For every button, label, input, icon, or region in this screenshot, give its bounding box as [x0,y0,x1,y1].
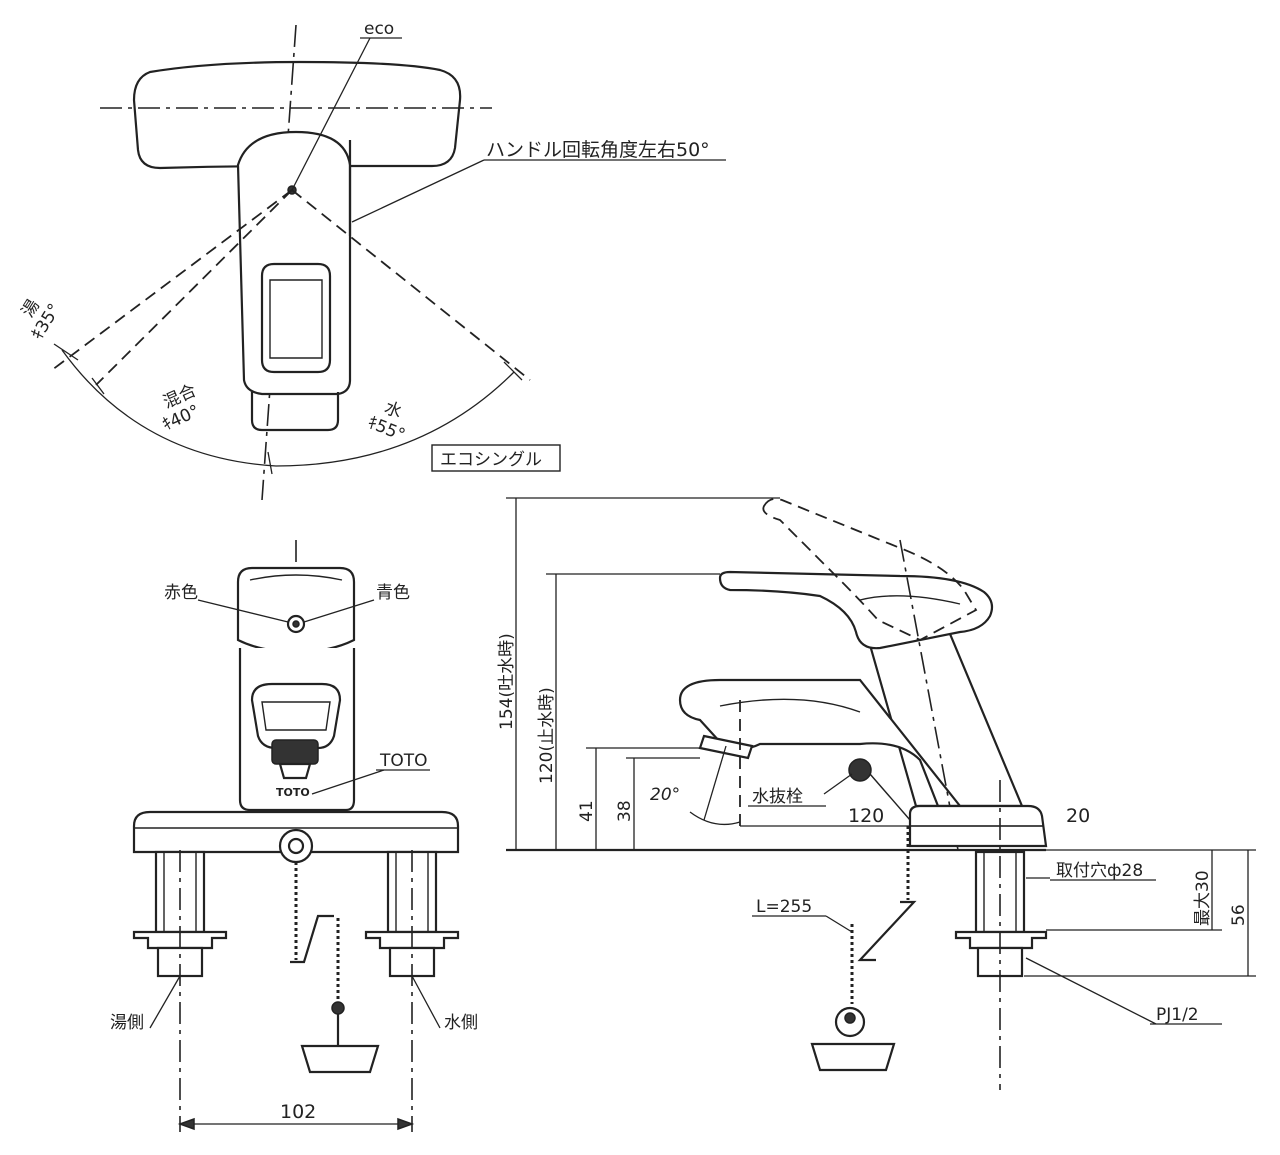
thread-label: PJ1/2 [1156,1005,1199,1025]
brand-label: TOTO [379,751,428,771]
side-lever-closed-inner [859,595,961,605]
spray-angle-label: 20° [650,785,680,805]
front-chain-break [290,914,334,964]
blue-color-leader [303,599,375,623]
spray-angle-arc [689,811,741,826]
side-spout-highlight [719,698,861,713]
eco-leader [291,37,371,191]
top-view: eco ハンドル回転角度左右50° 湯 ｷ35° 混合 ｷ40° 水 ｷ55° … [18,19,726,501]
arc-tick-left [53,343,79,361]
width-dimension-label: 102 [280,1101,316,1123]
front-aerator-inner [261,701,331,731]
product-name-box [431,444,561,472]
thread-leader [1025,957,1157,1025]
blue-color-label: 青色 [376,583,410,603]
water-side-label: 水側 [444,1013,478,1033]
front-chain-link-ring [331,1001,345,1015]
spray-angle-line-1 [703,745,727,821]
handle-rotation-leader [351,159,485,223]
hot-limit-line [95,189,293,386]
chain-length-label: L=255 [756,897,812,917]
side-chain-ring-link [844,1012,856,1024]
dim-41-label: 41 [577,800,597,822]
chain-length-leader [825,915,853,933]
dim-154-label: 154(吐水時) [497,633,517,730]
water-angle-label-bottom: ｷ55° [365,413,408,446]
front-aerator-bottom [278,762,312,780]
rotation-arc [61,349,515,467]
side-chain-break [857,900,917,962]
side-lever-closed [718,570,994,650]
front-lever-shade [249,574,343,581]
dim-offset-label: 20 [1066,805,1090,827]
lever-paddle-outline [132,60,462,170]
arc-tick-center [267,451,273,475]
left-rotation-line [51,189,293,371]
arc-tick-right [503,361,523,381]
red-color-label: 赤色 [164,583,198,603]
width-arrow-left [177,1117,195,1131]
dim-30-label: 最大30 [1193,870,1213,926]
side-lever-open [762,497,978,642]
front-aerator-mesh [271,739,319,765]
hot-side-label: 湯側 [110,1013,144,1033]
water-angle-label-top: 水 [381,398,404,423]
drain-plug-leader [823,773,853,795]
brand-leader [311,769,385,795]
front-drain-plug [300,1044,380,1074]
drain-knob-stem [869,773,911,821]
hot-side-leader [149,975,181,1029]
handle-rotation-label: ハンドル回転角度左右50° [486,139,710,161]
chain-ring-inner [287,837,305,855]
temperature-indicator-dot [292,620,300,628]
drain-knob [848,758,872,782]
side-nut [954,930,1048,950]
red-color-leader [197,599,289,623]
dim-56-label: 56 [1229,904,1249,926]
spout-window-inner [269,279,323,359]
dim-120-label: 120(止水時) [537,687,557,784]
water-side-leader [411,975,441,1029]
spout-tip-top [250,392,340,432]
front-lever-head [236,566,356,654]
mount-hole-label: 取付穴ф28 [1056,861,1143,881]
arc-tick-mid [91,377,105,395]
brand-mark-on-faucet: TOTO [276,786,310,799]
spout-window [260,262,332,374]
side-drain-plug [810,1042,896,1072]
dim-38-label: 38 [615,800,635,822]
dim-reach-label: 120 [848,805,884,827]
width-arrow-right [397,1117,415,1131]
eco-label: eco [364,19,394,39]
front-aerator-housing [250,682,342,750]
front-view: TOTO 赤色 青色 TOTO [110,540,478,1132]
side-tilted-centerline [899,539,959,851]
drain-plug-label: 水抜栓 [752,787,803,807]
right-rotation-line [291,189,531,381]
product-name-label: エコシングル [440,450,542,470]
side-view: L=255 水抜栓 20° 154(吐水時) 120(止水時) 41 38 12… [497,497,1256,1090]
